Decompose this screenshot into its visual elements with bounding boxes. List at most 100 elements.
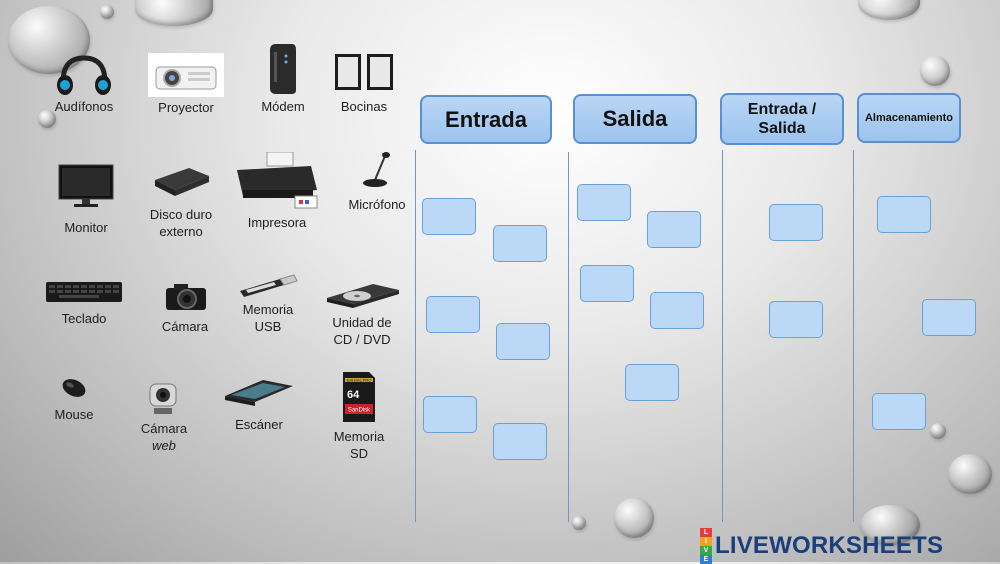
device-label-line2: web [152, 438, 176, 453]
drop-slot-entrada[interactable] [493, 423, 547, 460]
device-label: Audífonos [54, 99, 114, 114]
device-label-line2: externo [159, 224, 203, 239]
device-microfono[interactable]: Micrófono [344, 150, 410, 213]
logo-badge-letter: I [700, 537, 712, 546]
device-monitor[interactable]: Monitor [50, 163, 122, 236]
water-drop [860, 505, 920, 545]
device-label: Cámara [140, 421, 188, 436]
drop-slot-entrada[interactable] [422, 198, 476, 235]
water-drop [100, 5, 114, 19]
drop-slot-entrada[interactable] [496, 323, 550, 360]
drop-slot-entrada[interactable] [423, 396, 477, 433]
device-disco[interactable]: Disco duro externo [140, 164, 222, 240]
water-drop [948, 454, 992, 494]
headphones-icon [57, 55, 111, 95]
water-drop [135, 0, 213, 26]
column-divider [722, 150, 723, 522]
drop-slot-salida[interactable] [625, 364, 679, 401]
device-mouse[interactable]: Mouse [46, 376, 102, 423]
device-label: Escáner [235, 417, 283, 432]
device-label: Mouse [54, 407, 94, 422]
logo-badge-letter: V [700, 546, 712, 555]
projector-icon [148, 53, 224, 97]
drop-slot-entrada[interactable] [426, 296, 480, 333]
cd-drive-icon [327, 284, 399, 308]
header-almacenamiento-label: Almacenamiento [864, 112, 954, 124]
drop-slot-entrada[interactable] [493, 225, 547, 262]
device-label: Micrófono [348, 197, 406, 212]
device-label: Proyector [158, 100, 214, 115]
device-impresora[interactable]: Impresora [232, 152, 322, 231]
header-entrada-salida: Entrada / Salida [720, 93, 844, 145]
external-drive-icon [155, 168, 209, 196]
drop-slot-entrada-salida[interactable] [769, 301, 823, 338]
sd-card-icon: Extreme PRO 64 SanDisk [343, 372, 375, 422]
device-label: Disco duro [149, 207, 213, 222]
speakers-icon [335, 54, 393, 90]
webcam-icon [149, 383, 177, 414]
water-drop [858, 0, 920, 20]
drop-slot-almacenamiento[interactable] [877, 196, 931, 233]
header-entrada: Entrada [420, 95, 552, 144]
drop-slot-salida[interactable] [647, 211, 701, 248]
monitor-icon [58, 164, 114, 207]
water-drop [930, 423, 946, 439]
logo-badge-letter: L [700, 528, 712, 537]
drop-slot-salida[interactable] [580, 265, 634, 302]
logo-text: LIVEWORKSHEETS [715, 532, 944, 559]
modem-icon [270, 44, 296, 94]
liveworksheets-logo: L I V E LIVEWORKSHEETS [700, 528, 943, 564]
drop-slot-almacenamiento[interactable] [872, 393, 926, 430]
header-entrada-salida-line1: Entrada / [747, 101, 817, 118]
water-drop [920, 56, 950, 86]
device-bocinas[interactable]: Bocinas [328, 52, 400, 115]
device-label-line2: USB [254, 319, 282, 334]
printer-icon [237, 152, 318, 209]
device-label: Monitor [64, 220, 108, 235]
water-drop [614, 498, 654, 538]
sd-maker-text: SanDisk [348, 408, 371, 414]
logo-badge-icon: L I V E [700, 528, 712, 564]
keyboard-icon [46, 282, 122, 302]
device-label: Memoria [333, 429, 385, 444]
device-label: Teclado [61, 311, 107, 326]
drop-slot-salida[interactable] [577, 184, 631, 221]
drop-slot-almacenamiento[interactable] [922, 299, 976, 336]
device-label: Unidad de [332, 315, 392, 330]
header-entrada-salida-line2: Salida [758, 120, 806, 137]
column-divider [415, 150, 416, 522]
device-label: Memoria [242, 302, 294, 317]
device-label: Cámara [161, 319, 209, 334]
mouse-icon [62, 379, 86, 397]
drop-slot-salida[interactable] [650, 292, 704, 329]
device-camara[interactable]: Cámara [152, 282, 218, 335]
header-salida-label: Salida [602, 106, 668, 131]
sd-capacity-text: 64 [347, 389, 360, 401]
device-webcam[interactable]: Cámara web [134, 380, 194, 454]
logo-badge-letter: E [700, 555, 712, 564]
device-usb[interactable]: Memoria USB [232, 273, 304, 335]
water-drop [38, 110, 56, 128]
header-entrada-label: Entrada [445, 106, 527, 132]
usb-drive-icon [240, 274, 298, 297]
device-escaner[interactable]: Escáner [222, 376, 296, 433]
device-label: Impresora [247, 215, 307, 230]
device-sd[interactable]: Extreme PRO 64 SanDisk Memoria SD [330, 370, 388, 462]
device-audifonos[interactable]: Audífonos [48, 52, 120, 115]
column-divider [853, 150, 854, 522]
device-modem[interactable]: Módem [250, 42, 316, 115]
camera-icon [166, 284, 206, 310]
column-divider [568, 152, 569, 522]
drop-slot-entrada-salida[interactable] [769, 204, 823, 241]
device-label-line2: SD [349, 446, 369, 461]
device-proyector[interactable]: Proyector [148, 53, 224, 116]
sd-brand-text: Extreme PRO [347, 378, 372, 383]
device-label-line2: CD / DVD [333, 332, 391, 347]
device-label: Bocinas [340, 99, 388, 114]
scanner-icon [225, 380, 293, 406]
device-cd[interactable]: Unidad de CD / DVD [322, 276, 402, 348]
device-label: Módem [261, 99, 305, 114]
header-almacenamiento: Almacenamiento [857, 93, 961, 143]
header-salida: Salida [573, 94, 697, 144]
device-teclado[interactable]: Teclado [44, 280, 124, 327]
